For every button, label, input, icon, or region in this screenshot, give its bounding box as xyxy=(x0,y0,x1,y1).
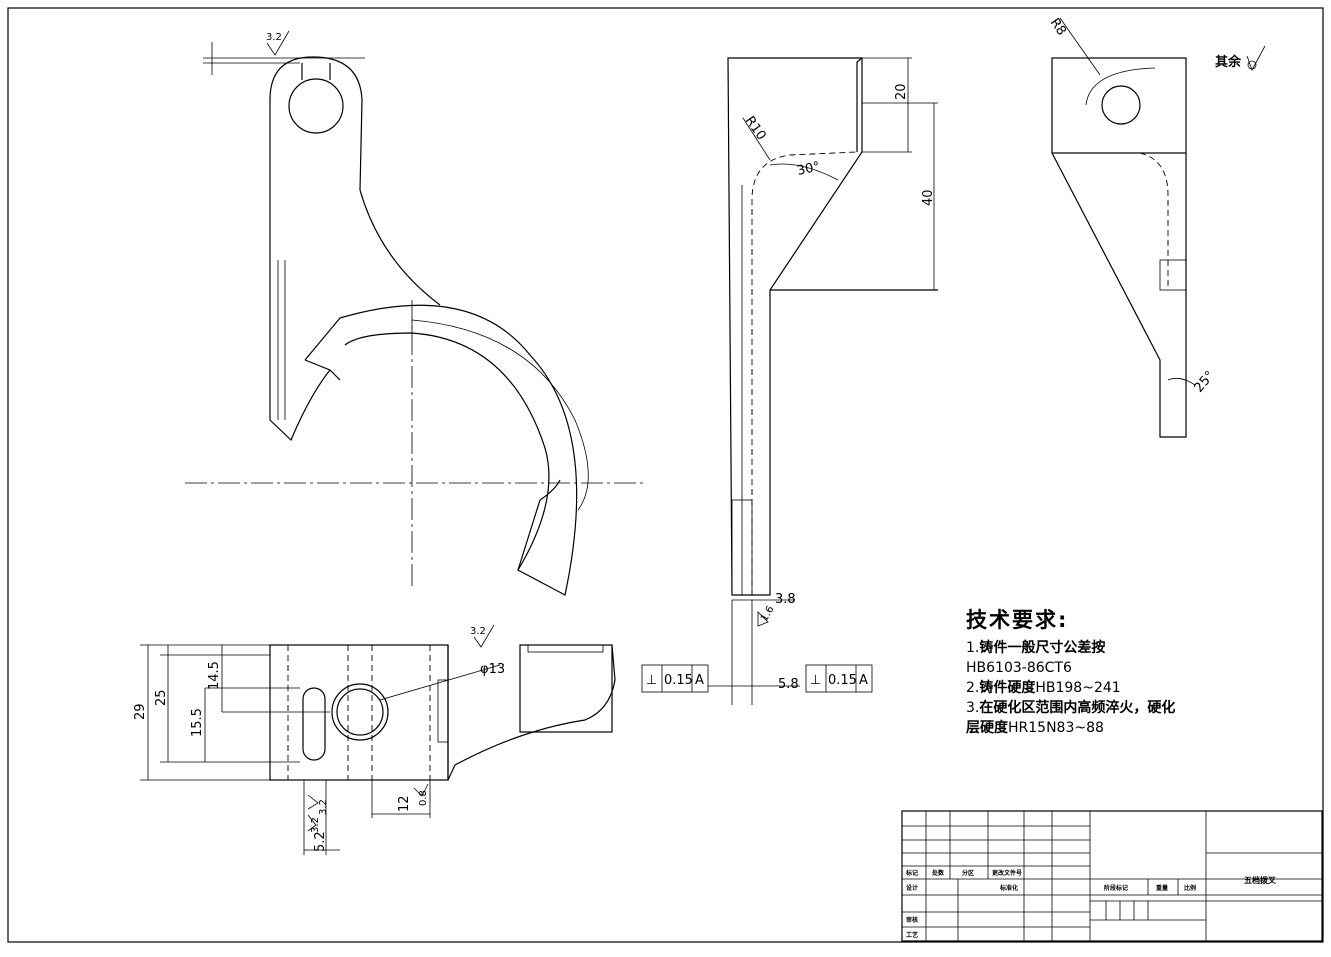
svg-text:14.5: 14.5 xyxy=(207,661,222,690)
side-view: 20 40 30° R10 3.8 5.8 1.6 xyxy=(708,57,938,705)
svg-text:25: 25 xyxy=(154,689,169,706)
svg-text:20: 20 xyxy=(894,83,909,100)
svg-text:R10: R10 xyxy=(742,114,769,144)
tech-item-1b-text: HB6103-86CT6 xyxy=(966,660,1072,676)
tol-2-datum: A xyxy=(859,673,868,688)
tech-item-3b-value: HR15N83~88 xyxy=(1008,720,1104,736)
tb-label-process: 工艺 xyxy=(906,931,918,939)
tb-label-weight: 重量 xyxy=(1156,884,1168,892)
tb-label-change: 更改文件号 xyxy=(992,869,1022,877)
tb-label-zone: 分区 xyxy=(962,869,974,877)
svg-text:3.2: 3.2 xyxy=(470,626,486,637)
svg-text:5.2: 5.2 xyxy=(313,831,328,852)
tol-1-datum: A xyxy=(695,673,704,688)
technical-requirements: 技术要求: 1.铸件一般尺寸公差按 HB6103-86CT6 2.铸件硬度HB1… xyxy=(966,604,1266,738)
tol-2-symbol: ⊥ xyxy=(810,673,821,688)
tb-label-mark: 标记 xyxy=(905,869,918,877)
tech-item-3-text: 在硬化区范围内高频淬火，硬化 xyxy=(979,700,1176,716)
tech-item-1-text: 铸件一般尺寸公差按 xyxy=(979,640,1106,656)
svg-text:30°: 30° xyxy=(796,159,822,178)
top-view: 29 25 14.5 15.5 φ13 12 0.8 5.2 3.2 3.2 3… xyxy=(133,624,616,855)
tb-label-standard: 标准化 xyxy=(999,884,1018,892)
svg-text:15.5: 15.5 xyxy=(190,708,205,737)
tech-item-3b-text: 层硬度 xyxy=(966,720,1008,736)
tech-item-1b: HB6103-86CT6 xyxy=(966,658,1266,678)
tolerance-frame-2: ⊥ 0.15 A xyxy=(805,664,873,693)
front-view: 3.2 xyxy=(185,30,645,596)
svg-text:0.8: 0.8 xyxy=(418,790,429,806)
svg-text:3.2: 3.2 xyxy=(318,799,329,815)
svg-text:25°: 25° xyxy=(1192,368,1218,395)
tech-item-3-num: 3. xyxy=(966,700,980,716)
drawing-border xyxy=(7,7,1324,943)
svg-text:3.2: 3.2 xyxy=(310,817,321,833)
svg-text:12: 12 xyxy=(397,795,412,812)
tb-label-count: 处数 xyxy=(931,869,945,877)
tb-label-review: 审核 xyxy=(906,916,918,924)
tb-label-stage: 阶段标记 xyxy=(1104,884,1128,892)
tech-item-2: 2.铸件硬度HB198~241 xyxy=(966,678,1266,698)
tech-item-3b: 层硬度HR15N83~88 xyxy=(966,718,1266,738)
tol-2-value: 0.15 xyxy=(828,673,857,688)
tech-item-2-num: 2. xyxy=(966,680,980,696)
surface-note-label: 其余 xyxy=(1215,54,1242,70)
tech-item-1-num: 1. xyxy=(966,640,980,656)
drawing-title: 五档拨叉 xyxy=(1244,875,1277,885)
title-block: 标记 处数 分区 更改文件号 设计 标准化 审核 工艺 阶段标记 重量 比例 五… xyxy=(901,810,1323,942)
tech-title: 技术要求: xyxy=(966,608,1069,632)
right-view: R8 25° 其余 xyxy=(1047,16,1266,438)
svg-text:40: 40 xyxy=(921,189,936,206)
svg-text:3.2: 3.2 xyxy=(266,32,282,43)
svg-text:φ13: φ13 xyxy=(480,662,505,677)
tb-label-scale: 比例 xyxy=(1184,884,1196,892)
tech-item-2-text: 铸件硬度 xyxy=(979,680,1036,696)
tech-item-1: 1.铸件一般尺寸公差按 xyxy=(966,638,1266,658)
tech-item-3: 3.在硬化区范围内高频淬火，硬化 xyxy=(966,698,1266,718)
svg-text:R8: R8 xyxy=(1047,16,1069,39)
svg-text:5.8: 5.8 xyxy=(778,677,799,692)
tol-1-symbol: ⊥ xyxy=(646,673,657,688)
svg-text:29: 29 xyxy=(133,703,148,720)
tolerance-frame-1: ⊥ 0.15 A xyxy=(641,664,709,693)
tech-item-2-value: HB198~241 xyxy=(1035,680,1121,696)
tb-label-design: 设计 xyxy=(906,884,918,892)
tol-1-value: 0.15 xyxy=(664,673,693,688)
svg-text:3.8: 3.8 xyxy=(775,592,796,607)
svg-text:1.6: 1.6 xyxy=(759,604,776,623)
